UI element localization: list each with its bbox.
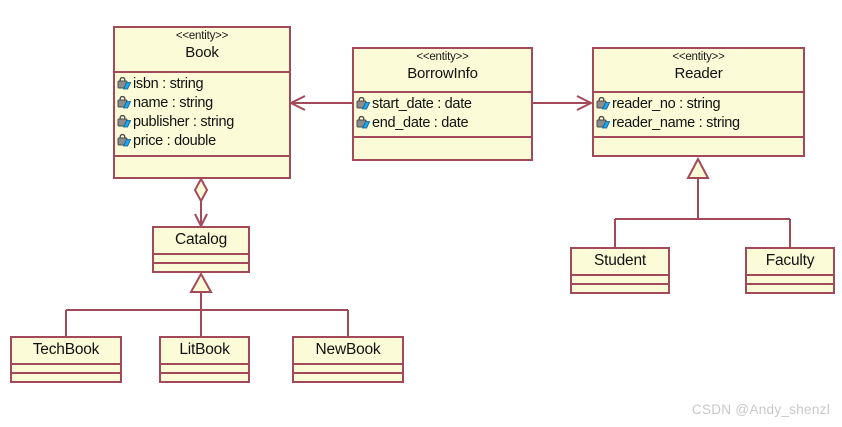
attribute-row: isbn : string — [117, 74, 289, 93]
class-attributes-catalog — [154, 253, 248, 262]
connector-catalog-generalization — [65, 271, 349, 336]
class-box-techbook[interactable]: TechBook — [10, 336, 122, 383]
class-name-borrowinfo: BorrowInfo — [407, 64, 478, 82]
attribute-lock-icon — [117, 133, 132, 148]
class-operations-reader — [594, 136, 803, 155]
class-attributes-student — [572, 274, 668, 283]
class-operations-borrowinfo — [354, 136, 531, 159]
class-header-newbook: NewBook — [294, 338, 402, 363]
watermark-text: CSDN @Andy_shenzl — [691, 402, 830, 417]
class-operations-techbook — [12, 372, 120, 381]
class-operations-faculty — [747, 283, 833, 292]
class-operations-book — [115, 155, 289, 177]
attribute-row: reader_name : string — [596, 113, 803, 132]
attribute-label: reader_name : string — [612, 114, 740, 131]
class-attributes-faculty — [747, 274, 833, 283]
attribute-row: price : double — [117, 131, 289, 150]
class-name-techbook: TechBook — [32, 341, 100, 358]
attribute-row: name : string — [117, 93, 289, 112]
attribute-lock-icon — [356, 115, 371, 130]
class-box-newbook[interactable]: NewBook — [292, 336, 404, 383]
attribute-lock-icon — [117, 76, 132, 91]
class-header-borrowinfo: <<entity>> BorrowInfo — [354, 49, 531, 91]
class-name-book: Book — [185, 43, 219, 61]
class-attributes-litbook — [161, 363, 248, 372]
class-attributes-book: isbn : string name : string publisher — [115, 71, 289, 155]
class-header-reader: <<entity>> Reader — [594, 49, 803, 91]
attribute-lock-icon — [596, 96, 611, 111]
attribute-label: publisher : string — [133, 113, 234, 130]
class-header-litbook: LitBook — [161, 338, 248, 363]
attribute-lock-icon — [117, 114, 132, 129]
attribute-lock-icon — [356, 96, 371, 111]
class-box-catalog[interactable]: Catalog — [152, 226, 250, 273]
class-header-techbook: TechBook — [12, 338, 120, 363]
class-operations-catalog — [154, 262, 248, 271]
class-header-student: Student — [572, 249, 668, 274]
attribute-row: end_date : date — [356, 113, 531, 132]
class-box-faculty[interactable]: Faculty — [745, 247, 835, 294]
class-name-catalog: Catalog — [174, 231, 228, 248]
attribute-lock-icon — [596, 115, 611, 130]
class-attributes-techbook — [12, 363, 120, 372]
class-box-litbook[interactable]: LitBook — [159, 336, 250, 383]
class-attributes-borrowinfo: start_date : date end_date : date — [354, 91, 531, 136]
class-stereotype-book: <<entity>> — [175, 30, 229, 42]
attribute-row: reader_no : string — [596, 94, 803, 113]
class-stereotype-reader: <<entity>> — [672, 51, 725, 63]
attribute-label: name : string — [133, 94, 213, 111]
attribute-label: isbn : string — [133, 75, 204, 92]
connector-borrowinfo-to-reader — [532, 95, 594, 111]
class-box-reader[interactable]: <<entity>> Reader reader_no : string — [592, 47, 805, 157]
attribute-label: end_date : date — [372, 114, 469, 131]
attribute-row: publisher : string — [117, 112, 289, 131]
class-box-borrowinfo[interactable]: <<entity>> BorrowInfo start_date : date — [352, 47, 533, 161]
class-operations-student — [572, 283, 668, 292]
connector-reader-generalization — [614, 156, 791, 247]
class-operations-newbook — [294, 372, 402, 381]
attribute-lock-icon — [117, 95, 132, 110]
class-header-faculty: Faculty — [747, 249, 833, 274]
class-header-book: <<entity>> Book — [115, 28, 289, 71]
attribute-label: start_date : date — [372, 95, 472, 112]
class-name-litbook: LitBook — [179, 341, 230, 358]
class-header-catalog: Catalog — [154, 228, 248, 253]
attribute-row: start_date : date — [356, 94, 531, 113]
class-name-student: Student — [593, 252, 647, 269]
class-name-newbook: NewBook — [315, 341, 381, 358]
class-name-faculty: Faculty — [765, 252, 815, 269]
class-operations-litbook — [161, 372, 248, 381]
class-attributes-reader: reader_no : string reader_name : string — [594, 91, 803, 136]
connector-borrowinfo-to-book — [288, 95, 352, 111]
connector-book-to-catalog — [193, 176, 209, 229]
class-name-reader: Reader — [674, 64, 723, 82]
class-attributes-newbook — [294, 363, 402, 372]
class-box-book[interactable]: <<entity>> Book isbn : string nam — [113, 26, 291, 179]
class-stereotype-borrowinfo: <<entity>> — [416, 51, 469, 63]
attribute-label: price : double — [133, 132, 216, 149]
attribute-label: reader_no : string — [612, 95, 721, 112]
class-box-student[interactable]: Student — [570, 247, 670, 294]
